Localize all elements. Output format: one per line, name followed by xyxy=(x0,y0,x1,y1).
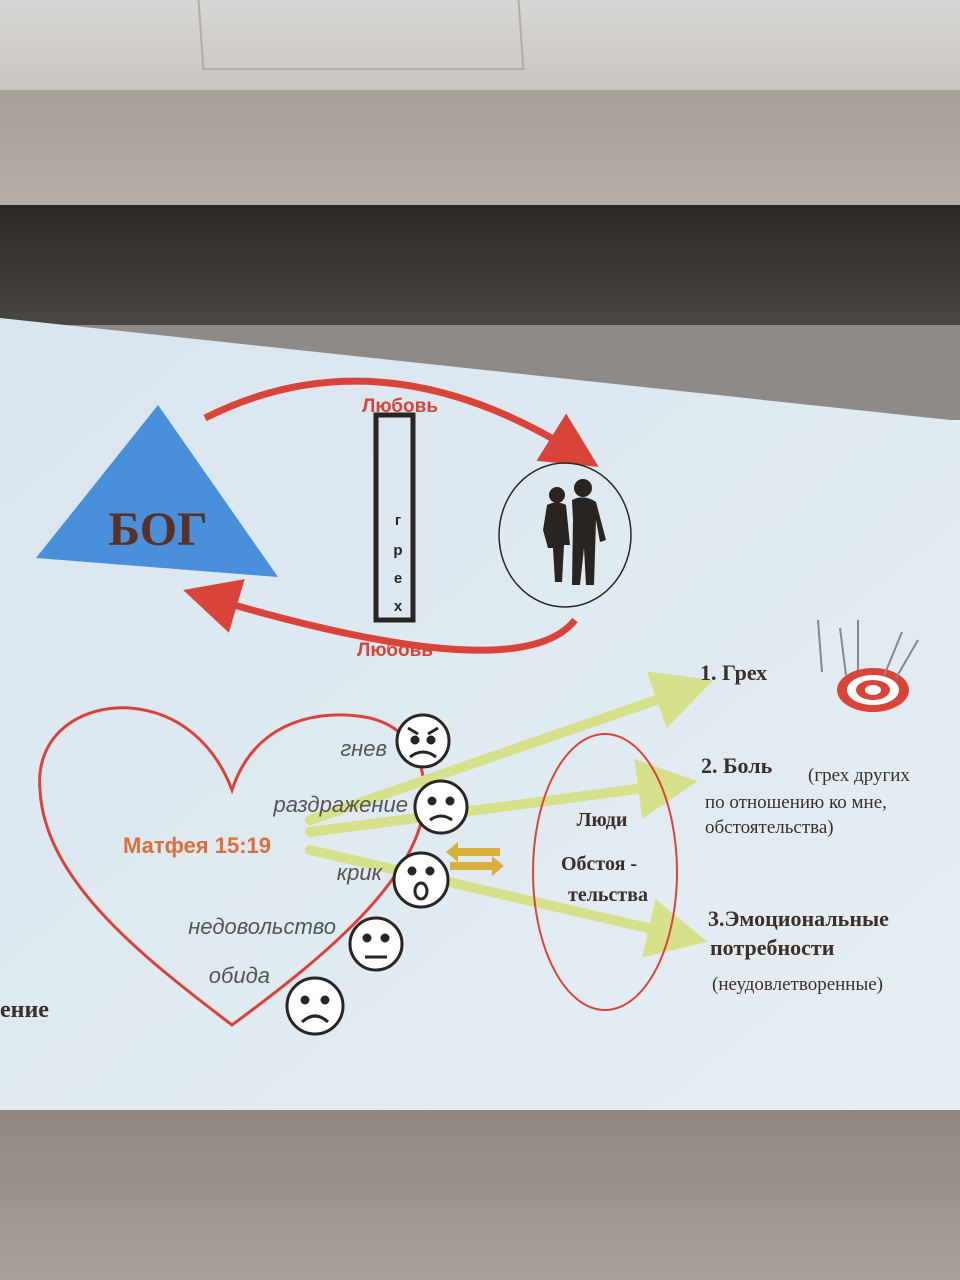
item-pain-desc-1: (грех других xyxy=(808,765,910,786)
emotion-discontent: недовольство xyxy=(188,914,336,939)
love-label-top: Любовь xyxy=(362,396,438,417)
emotion-irritation: раздражение xyxy=(272,792,408,817)
exchange-arrows-icon xyxy=(446,842,504,876)
couple-silhouette-icon xyxy=(543,479,606,585)
displeased-face-icon xyxy=(348,916,404,972)
cut-off-word: ение xyxy=(0,997,49,1023)
lower-wall xyxy=(0,1100,960,1280)
oval-circumstances-1: Обстоя - xyxy=(561,853,637,875)
item-pain-desc-3: обстоятельства) xyxy=(705,817,834,838)
love-arrow-top xyxy=(203,377,599,467)
scripture-reference: Матфея 15:19 xyxy=(123,833,271,858)
hurt-face-icon xyxy=(285,976,345,1036)
love-arrow-bottom xyxy=(183,579,578,654)
people-circumstances-oval xyxy=(532,733,678,1011)
sin-letter: е xyxy=(394,570,402,587)
sin-letter: г xyxy=(395,512,401,529)
emotion-offense: обида xyxy=(209,963,270,988)
emotion-anger: гнев xyxy=(340,736,387,761)
yellow-arrows xyxy=(305,671,714,958)
item-needs-desc: (неудовлетворенные) xyxy=(712,974,883,995)
shocked-face-icon xyxy=(392,851,450,909)
love-label-bottom: Любовь xyxy=(357,640,433,661)
emotion-shout: крик xyxy=(337,860,384,885)
god-triangle xyxy=(36,405,278,577)
oval-people: Люди xyxy=(577,809,628,831)
screen-surface xyxy=(0,318,960,1110)
sin-letter: р xyxy=(393,542,402,559)
heart xyxy=(38,706,427,1027)
item-pain-desc-2: по отношению ко мне, xyxy=(705,792,887,813)
people-circle xyxy=(498,462,632,608)
sin-barrier xyxy=(373,412,416,623)
target-icon xyxy=(817,619,919,712)
oval-circumstances-2: тельства xyxy=(568,884,648,906)
item-needs-title-2: потребности xyxy=(710,935,835,960)
sad-face-icon xyxy=(413,779,469,835)
screen-frame xyxy=(0,205,960,325)
item-pain-title: 2. Боль xyxy=(701,753,773,778)
item-sin: 1. Грех xyxy=(700,660,767,685)
god-label: БОГ xyxy=(108,503,207,556)
item-needs-title-1: 3.Эмоциональные xyxy=(708,906,889,931)
angry-face-icon xyxy=(395,713,451,769)
sin-letter: х xyxy=(394,598,403,615)
